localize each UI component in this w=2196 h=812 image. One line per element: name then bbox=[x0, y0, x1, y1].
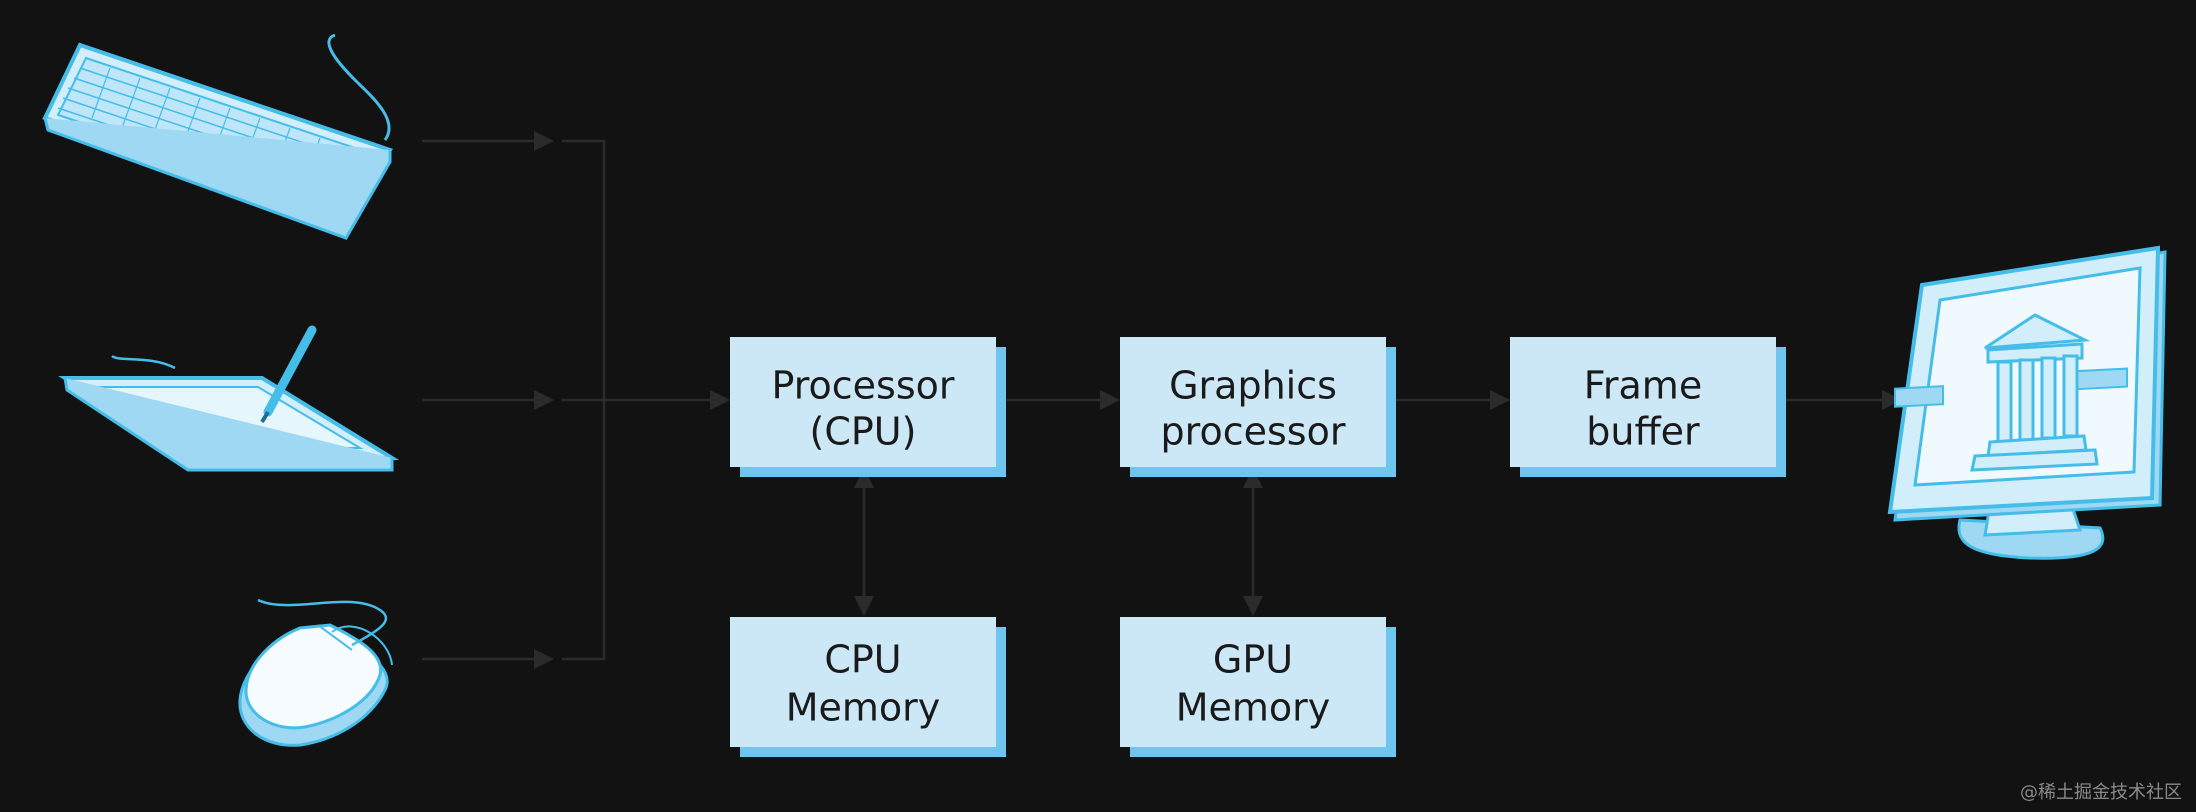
node-cpu: Processor (CPU) bbox=[730, 337, 1006, 477]
node-gpu-memory-line1: GPU bbox=[1213, 638, 1293, 682]
watermark: @稀土掘金技术社区 bbox=[2020, 782, 2182, 803]
node-cpu-line2: (CPU) bbox=[810, 410, 917, 454]
monitor-icon bbox=[1887, 245, 2167, 560]
node-cpu-memory-line1: CPU bbox=[824, 638, 901, 682]
node-gpu-line1: Graphics bbox=[1169, 364, 1337, 408]
node-frame-buffer-line1: Frame bbox=[1584, 364, 1702, 408]
node-cpu-memory: CPU Memory bbox=[730, 617, 1006, 757]
node-frame-buffer: Frame buffer bbox=[1510, 337, 1786, 477]
node-cpu-memory-line2: Memory bbox=[786, 686, 941, 730]
node-frame-buffer-line2: buffer bbox=[1586, 410, 1700, 454]
node-gpu-memory: GPU Memory bbox=[1120, 617, 1396, 757]
pipeline-connectors bbox=[854, 390, 1902, 616]
node-gpu-memory-line2: Memory bbox=[1176, 686, 1331, 730]
node-gpu-line2: processor bbox=[1161, 410, 1346, 454]
tablet-icon bbox=[58, 325, 400, 472]
mouse-icon bbox=[238, 598, 393, 747]
input-connectors bbox=[422, 131, 730, 669]
building-icon bbox=[1970, 313, 2099, 472]
node-graphics-processor: Graphics processor bbox=[1120, 337, 1396, 477]
keyboard-icon bbox=[42, 33, 393, 240]
node-cpu-line1: Processor bbox=[771, 364, 954, 408]
